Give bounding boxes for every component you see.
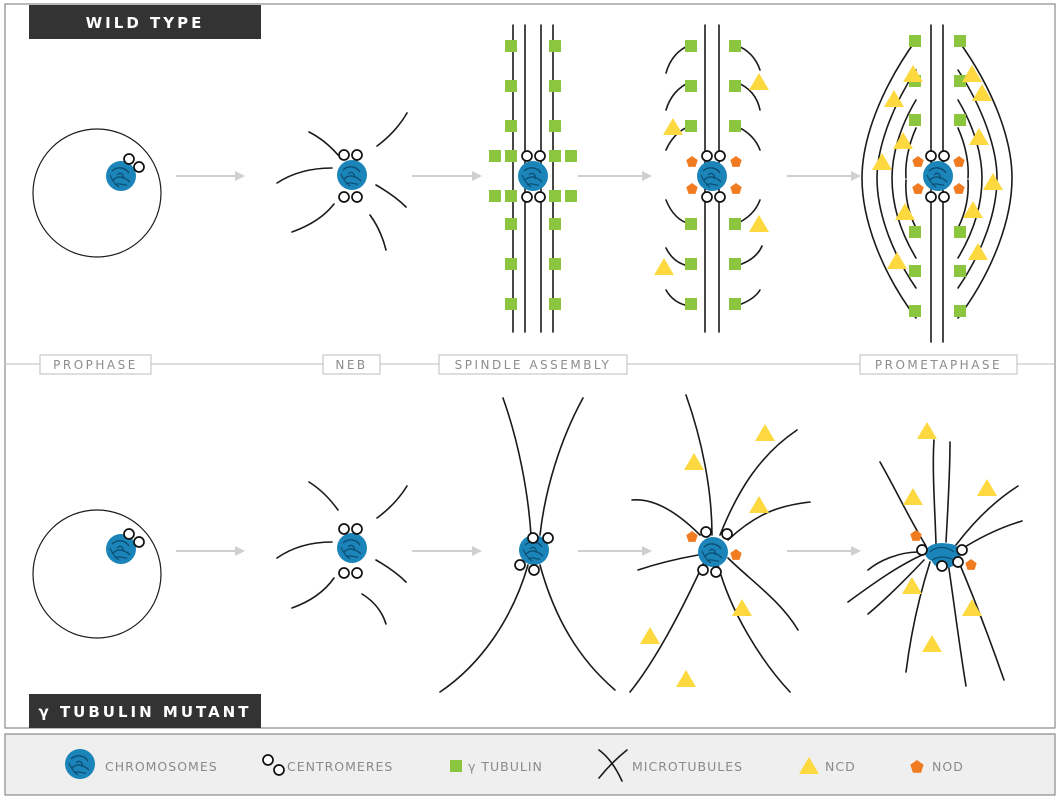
stage-label-prophase-text: PROPHASE <box>53 358 138 372</box>
wild-type-title: WILD TYPE <box>86 14 205 32</box>
legend-item-centromeres: CENTROMERES <box>262 754 393 776</box>
stage-label-neb: NEB <box>322 354 381 375</box>
chromosome-icon <box>105 160 137 192</box>
chromosome-icon <box>922 160 954 192</box>
stage-label-prophase: PROPHASE <box>39 354 152 375</box>
mut-prophase-cell <box>32 509 162 639</box>
wt-spindle-assembly-cell <box>489 24 577 333</box>
wt-prophase-cell <box>32 128 162 258</box>
stage-label-spindle-assembly-text: SPINDLE ASSEMBLY <box>455 358 612 372</box>
nucleus-envelope <box>32 128 162 258</box>
mut-neb-cell <box>276 481 408 625</box>
chromosome-icon <box>336 159 368 191</box>
legend-item-microtubules: MICROTUBULES <box>598 749 743 782</box>
legend-item-nod: NOD <box>910 759 963 774</box>
stage-label-prometaphase: PROMETAPHASE <box>859 354 1018 375</box>
legend-gamma-tubulin-label: γ TUBULIN <box>468 759 543 774</box>
mutant-title: γ TUBULIN MUTANT <box>39 703 252 721</box>
centromere-icon <box>273 764 285 776</box>
wt-neb-cell <box>276 112 408 251</box>
mut-prometaphase-cell <box>847 422 1023 687</box>
stage-label-prometaphase-text: PROMETAPHASE <box>875 358 1002 372</box>
legend-item-gamma-tubulin: γ TUBULIN <box>450 759 543 774</box>
legend-panel: CHROMOSOMES CENTROMERES γ TUBULIN MICROT… <box>4 733 1056 796</box>
wt-spindle-ncd-cell <box>654 24 769 333</box>
centromere-icon <box>133 161 145 173</box>
stage-label-spindle-assembly: SPINDLE ASSEMBLY <box>438 354 628 375</box>
chromosome-icon <box>336 532 368 564</box>
legend-centromeres-label: CENTROMERES <box>287 759 393 774</box>
chromosome-icon <box>64 748 96 780</box>
microtubules-icon <box>598 749 628 782</box>
stage-label-neb-text: NEB <box>335 358 367 372</box>
legend-chromosomes-label: CHROMOSOMES <box>105 759 218 774</box>
legend-microtubules-label: MICROTUBULES <box>632 759 743 774</box>
gamma-tubulin-icon <box>450 760 462 772</box>
legend-item-chromosomes: CHROMOSOMES <box>64 748 218 780</box>
legend-ncd-label: NCD <box>825 759 856 774</box>
wt-prometaphase-cell <box>861 24 1013 343</box>
mutant-header: γ TUBULIN MUTANT <box>29 694 261 728</box>
centromere-icon <box>262 754 274 766</box>
chromosome-icon <box>517 160 549 192</box>
legend-nod-label: NOD <box>932 759 964 774</box>
legend-item-ncd: NCD <box>799 757 856 774</box>
nucleus-envelope <box>32 509 162 639</box>
chromosome-icon <box>696 160 728 192</box>
centromere-icon <box>123 153 135 165</box>
wild-type-header: WILD TYPE <box>29 5 261 39</box>
mut-spindle-ncd-cell <box>629 394 811 693</box>
chromosome-icon <box>697 536 729 568</box>
mut-spindle-assembly-cell <box>439 397 616 693</box>
